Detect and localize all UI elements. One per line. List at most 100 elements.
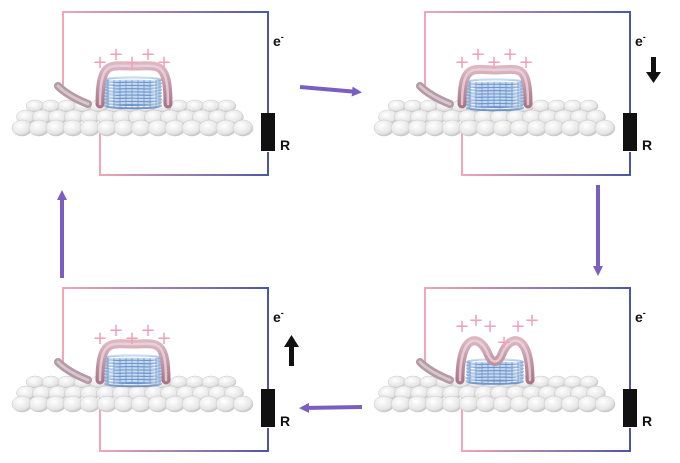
circuit-wire-top xyxy=(62,11,269,113)
charge-plus: + xyxy=(92,52,107,73)
charges: +++++ xyxy=(92,320,171,349)
charges: +++++ xyxy=(454,44,533,73)
charge-plus: + xyxy=(156,328,171,349)
current-arrow-shaft xyxy=(651,57,656,73)
charge-plus: + xyxy=(108,320,123,341)
circuit-wire-top xyxy=(62,287,269,389)
spring-coil xyxy=(466,368,524,376)
electron-label: e- xyxy=(273,32,284,49)
spring-coil xyxy=(104,89,162,97)
resistor xyxy=(623,389,637,427)
spring-coil xyxy=(466,374,524,382)
resistor-label: R xyxy=(280,137,290,153)
electron-label-sup: - xyxy=(281,32,284,42)
panel-top-left: Re-+++++ xyxy=(11,11,290,176)
electron-label-base: e xyxy=(273,309,281,325)
charge-plus: + xyxy=(156,52,171,73)
spring-coil xyxy=(104,373,162,381)
flex-cable-highlight xyxy=(56,84,90,106)
spring-coil xyxy=(104,98,162,107)
circuit-wire-top xyxy=(424,287,631,389)
spring-coil xyxy=(104,95,162,103)
panel-top-right: Re-+++++ xyxy=(373,11,661,176)
spring-coil xyxy=(466,100,524,109)
spring-stack xyxy=(104,354,162,388)
spring-stack xyxy=(466,78,524,112)
electron-label-base: e xyxy=(273,33,281,49)
spring-coil xyxy=(104,380,162,388)
electron-label-base: e xyxy=(635,309,643,325)
charges: +++++ xyxy=(92,44,171,73)
charge-plus: + xyxy=(518,52,533,73)
spring-coil xyxy=(104,92,162,100)
spring-stack xyxy=(104,76,162,110)
spring-coil xyxy=(104,370,162,378)
charge-plus: + xyxy=(510,316,525,337)
charge-plus: + xyxy=(524,310,539,331)
electron-label: e- xyxy=(635,32,646,49)
charge-plus: + xyxy=(140,44,155,65)
resistor xyxy=(261,113,275,151)
spring-coil xyxy=(466,97,524,105)
charge-plus: + xyxy=(140,320,155,341)
spring-coil xyxy=(104,102,162,110)
resistor-label: R xyxy=(642,413,652,429)
panel-bottom-right: Re-++++++ xyxy=(373,287,652,452)
panel-bottom-left: Re-+++++ xyxy=(11,287,299,452)
current-arrow-shaft xyxy=(289,346,294,366)
spring-coil xyxy=(466,377,524,385)
electron-label: e- xyxy=(635,308,646,325)
cycle-arrow-left xyxy=(299,402,363,413)
flex-cable-highlight xyxy=(418,84,452,106)
spring-coil xyxy=(104,364,162,372)
charges: ++++++ xyxy=(454,310,539,353)
charge-plus: + xyxy=(502,44,517,65)
spring-coil xyxy=(466,94,524,102)
charge-plus: + xyxy=(92,328,107,349)
resistor xyxy=(261,389,275,427)
charge-plus: + xyxy=(482,316,497,337)
arch-film-highlight xyxy=(98,342,168,382)
circuit-wire-top xyxy=(424,11,631,113)
substrate-bump xyxy=(594,119,616,137)
flex-cable-highlight xyxy=(56,360,90,382)
charge-plus: + xyxy=(486,52,501,73)
charge-plus: + xyxy=(470,44,485,65)
spring-coil xyxy=(466,91,524,99)
current-arrow-up xyxy=(284,335,299,366)
electron-label-sup: - xyxy=(643,32,646,42)
resistor-label: R xyxy=(642,137,652,153)
charge-plus: + xyxy=(454,316,469,337)
spring-coil xyxy=(466,371,524,379)
spring-coil xyxy=(466,104,524,112)
substrate-bump xyxy=(594,395,616,413)
charge-plus: + xyxy=(496,332,511,353)
charge-plus: + xyxy=(468,310,483,331)
substrate-bump xyxy=(232,119,254,137)
arch-film-highlight xyxy=(458,339,532,382)
current-arrow-down xyxy=(646,57,661,83)
electron-label: e- xyxy=(273,308,284,325)
electron-label-sup: - xyxy=(643,308,646,318)
substrate xyxy=(373,375,616,413)
spring-coil xyxy=(104,376,162,385)
electron-label-base: e xyxy=(635,33,643,49)
circuit-wire-bottom xyxy=(461,105,631,176)
charge-plus: + xyxy=(124,328,139,349)
arch-film-highlight xyxy=(98,64,170,106)
circuit-wire-bottom xyxy=(461,381,631,452)
charge-plus: + xyxy=(108,44,123,65)
current-arrow-head xyxy=(284,335,299,347)
circuit-wire-bottom xyxy=(99,105,269,176)
substrate-bump xyxy=(232,395,254,413)
arch-film-highlight xyxy=(460,68,530,106)
spring-coil xyxy=(466,88,524,96)
charge-plus: + xyxy=(124,52,139,73)
spring-coil xyxy=(104,367,162,375)
cycle-arrow-right xyxy=(299,85,362,97)
resistor xyxy=(623,113,637,151)
charge-plus: + xyxy=(454,52,469,73)
resistor-label: R xyxy=(280,413,290,429)
electron-label-sup: - xyxy=(281,308,284,318)
